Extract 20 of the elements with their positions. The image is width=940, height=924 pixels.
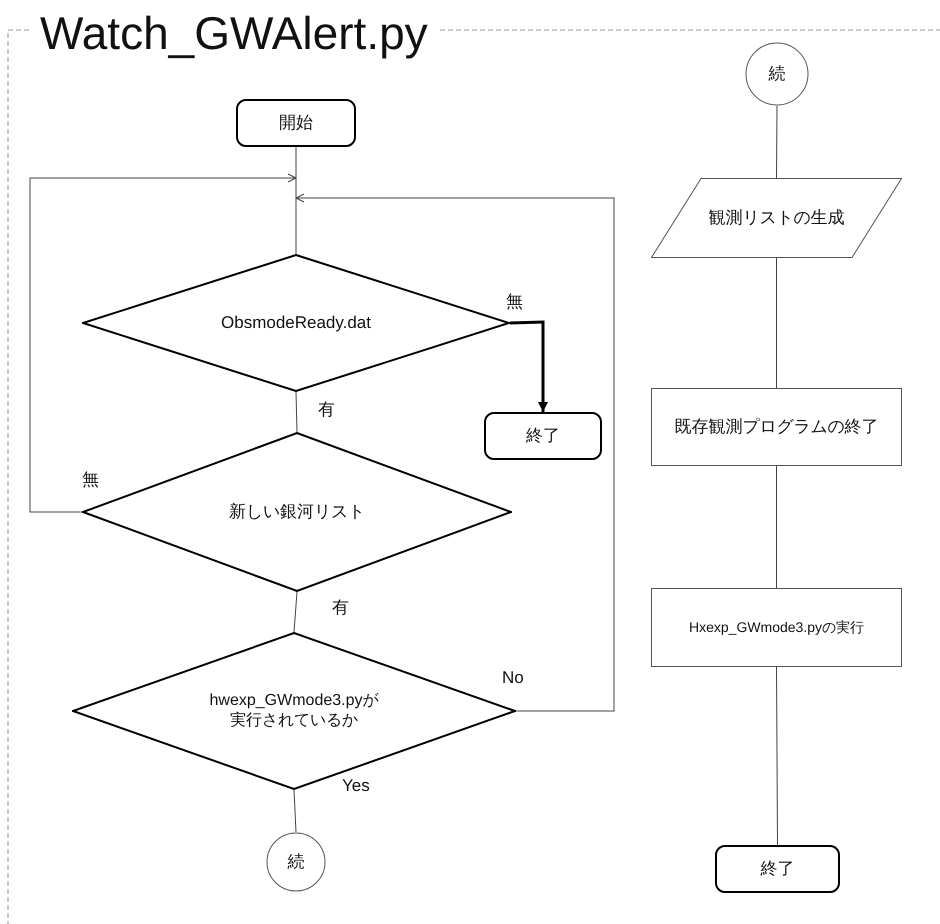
terminal-box: 開始 bbox=[236, 99, 356, 147]
edge-label: 無 bbox=[504, 290, 525, 313]
connector-line bbox=[776, 466, 777, 588]
arrow bbox=[30, 174, 298, 512]
terminal-box: 終了 bbox=[484, 412, 602, 460]
data-parallelogram: 観測リストの生成 bbox=[651, 178, 902, 258]
process-box: 既存観測プログラムの終了 bbox=[651, 388, 902, 466]
arrow bbox=[510, 320, 548, 412]
terminal-box: 終了 bbox=[715, 845, 840, 893]
connector-line bbox=[776, 666, 778, 846]
connector-circle: 続 bbox=[745, 42, 809, 106]
edge-label: 無 bbox=[80, 468, 101, 491]
process-box: Hxexp_GWmode3.pyの実行 bbox=[651, 588, 902, 667]
connector-line bbox=[294, 790, 296, 832]
connector-line bbox=[294, 592, 298, 632]
connector-line bbox=[296, 392, 298, 432]
connector-line bbox=[776, 106, 778, 178]
arrow bbox=[294, 194, 614, 712]
connector-line bbox=[776, 258, 777, 388]
connector-circle: 続 bbox=[266, 832, 326, 892]
